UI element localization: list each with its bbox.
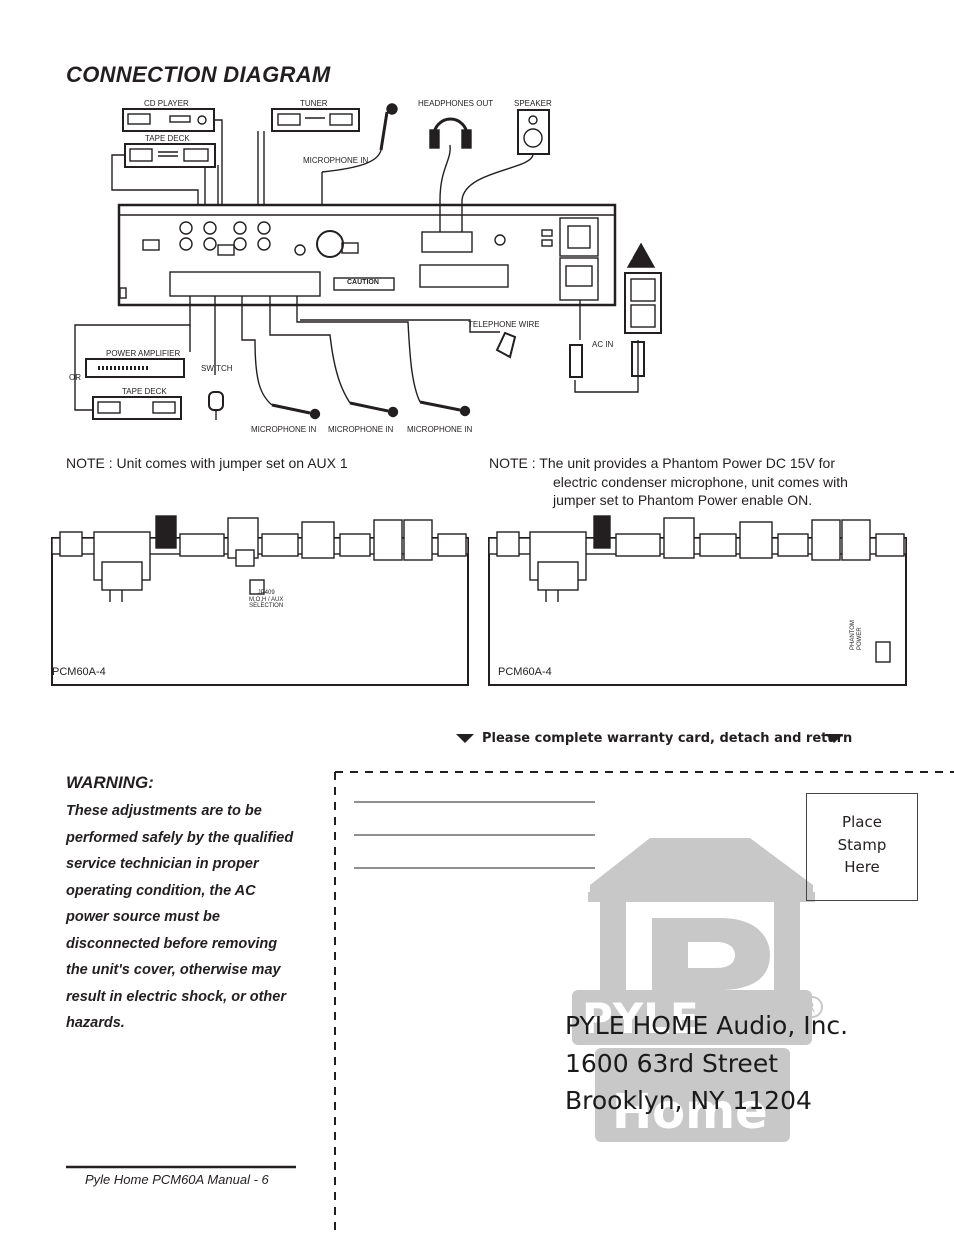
headphones-icon <box>429 117 472 201</box>
label-tape-deck-bottom: TAPE DECK <box>122 387 167 396</box>
mailing-address: PYLE HOME Audio, Inc. 1600 63rd Street B… <box>565 1007 848 1120</box>
phantom-label: PHANTOM POWER <box>850 620 863 650</box>
warning-line: power source must be <box>66 909 220 925</box>
microphone-top-icon <box>321 103 398 173</box>
warning-line: These adjustments are to be <box>66 803 262 819</box>
warning-line: hazards. <box>66 1015 125 1031</box>
pyle-home-logo: PYLE Home R <box>572 838 823 1142</box>
warning-line: the unit's cover, otherwise may <box>66 962 281 978</box>
warning-line: disconnected before removing <box>66 935 278 952</box>
label-mic-in-1: MICROPHONE IN <box>251 425 317 434</box>
page-footer: Pyle Home PCM60A Manual - 6 <box>85 1172 269 1187</box>
circuit-boards <box>51 515 907 686</box>
warning-triangle-icon <box>626 242 656 268</box>
label-mic-in-2: MICROPHONE IN <box>328 425 394 434</box>
logo-pyle-glyphs: PYLE <box>582 994 699 1043</box>
lightning-glyph: ⚡ <box>627 254 634 265</box>
stamp-line1: Place <box>842 813 882 831</box>
page-title: CONNECTION DIAGRAM <box>66 62 331 87</box>
connection-diagram: ⚡ <box>74 103 662 420</box>
board-left-model: PCM60A-4 <box>52 666 106 678</box>
board-right-model: PCM60A-4 <box>498 666 552 678</box>
label-or: OR <box>69 373 81 382</box>
power-amplifier-device <box>85 358 185 378</box>
wall-outlet-icon <box>624 272 662 334</box>
cut-lines <box>66 771 954 1235</box>
tape-deck-bottom-device <box>92 396 182 420</box>
warning-body: These adjustments are to be performed sa… <box>66 798 321 1037</box>
tuner-device <box>271 108 360 132</box>
address-line2: 1600 63rd Street <box>565 1048 779 1078</box>
label-telephone-wire: TELEPHONE WIRE <box>468 320 540 329</box>
label-switch: SWITCH <box>201 364 233 373</box>
ac-plug-icon <box>569 341 645 378</box>
label-power-amplifier: POWER AMPLIFIER <box>106 349 181 358</box>
logo-home-glyphs: Home <box>612 1084 768 1140</box>
switch-device <box>208 391 224 420</box>
board-right <box>488 515 907 686</box>
warning-line: result in electric shock, or other <box>66 988 286 1005</box>
down-triangle-left-icon <box>456 734 474 743</box>
board-left <box>51 515 469 686</box>
warning-title: WARNING: <box>66 773 154 792</box>
label-tape-deck-top: TAPE DECK <box>145 134 190 143</box>
phantom-line1: PHANTOM <box>850 620 856 650</box>
down-triangle-right-icon <box>825 734 843 743</box>
warning-line: operating condition, the AC <box>66 882 256 899</box>
label-mic-in-3: MICROPHONE IN <box>407 425 473 434</box>
registered-mark: R <box>806 1001 815 1016</box>
label-headphones-out: HEADPHONES OUT <box>418 99 494 108</box>
label-tuner: TUNER <box>300 99 328 108</box>
stamp-line3: Here <box>844 858 880 876</box>
speaker-icon <box>461 109 550 201</box>
label-cd-player: CD PLAYER <box>144 99 189 108</box>
microphone-3-icon <box>419 400 471 417</box>
jumper-label: JP409 M,O,H / AUX SELECTION <box>249 590 283 610</box>
label-microphone-in-top: MICROPHONE IN <box>303 156 369 165</box>
note-right-line1: NOTE : The unit provides a Phantom Power… <box>489 455 836 471</box>
warranty-instruction: Please complete warranty card, detach an… <box>482 731 853 746</box>
tape-deck-top-device <box>124 143 216 168</box>
jumper-line2: M,O,H / AUX <box>249 596 284 603</box>
label-caution: CAUTION <box>347 279 379 286</box>
microphone-2-icon <box>349 401 399 418</box>
stamp-box: Place Stamp Here <box>806 793 918 901</box>
jumper-line3: SELECTION <box>249 603 284 609</box>
warning-line: service technician in proper <box>66 856 259 872</box>
label-speaker: SPEAKER <box>514 99 552 108</box>
telephone-icon <box>495 331 517 359</box>
microphone-1-icon <box>271 403 321 420</box>
note-left: NOTE : Unit comes with jumper set on AUX… <box>66 455 348 471</box>
jumper-line1: JP409 <box>257 590 275 596</box>
amplifier-rear-panel <box>117 203 617 307</box>
stamp-line2: Stamp <box>837 835 887 854</box>
address-line3: Brooklyn, NY 11204 <box>565 1086 812 1115</box>
phantom-line2: POWER <box>856 627 863 650</box>
note-right-line2: electric condenser microphone, unit come… <box>553 474 848 490</box>
note-right-line3: jumper set to Phantom Power enable ON. <box>553 492 813 508</box>
cd-player-device <box>122 108 215 132</box>
address-line1: PYLE HOME Audio, Inc. <box>565 1011 849 1040</box>
warning-line: performed safely by the qualified <box>66 829 294 846</box>
label-ac-in: AC IN <box>592 340 614 349</box>
